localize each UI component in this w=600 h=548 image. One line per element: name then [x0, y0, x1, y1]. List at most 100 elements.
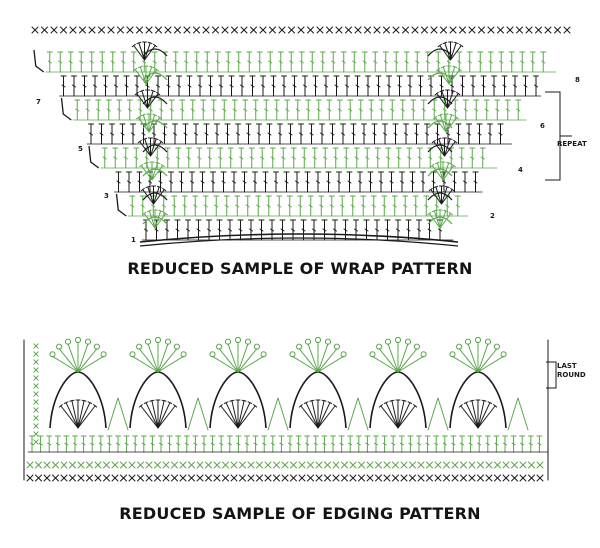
double-crochet-symbol	[166, 84, 171, 88]
single-crochet-symbol	[375, 461, 382, 469]
double-crochet-symbol	[362, 60, 367, 64]
fan-stitch-symbol	[241, 399, 247, 402]
double-crochet-symbol	[530, 60, 535, 64]
fan-stitch-symbol	[153, 189, 165, 205]
fan-stitch-symbol	[157, 115, 162, 120]
single-crochet-symbol	[358, 474, 365, 482]
single-crochet-symbol	[120, 461, 127, 469]
double-crochet-symbol	[138, 108, 143, 112]
fan-stitch-symbol	[448, 69, 461, 85]
fan-stitch-symbol	[141, 90, 148, 109]
double-crochet-symbol	[368, 180, 373, 184]
double-crochet-symbol	[425, 132, 429, 136]
double-crochet-symbol	[198, 84, 202, 88]
double-crochet-symbol	[331, 60, 336, 64]
double-crochet-symbol	[247, 60, 252, 64]
single-crochet-symbol	[31, 26, 39, 34]
double-crochet-symbol	[89, 132, 93, 136]
double-crochet-symbol	[162, 132, 167, 136]
single-crochet-symbol	[451, 461, 459, 469]
single-crochet-symbol	[497, 26, 504, 34]
fan-stitch-symbol	[150, 138, 157, 157]
single-crochet-symbol	[494, 474, 501, 482]
fan-stitch-symbol	[389, 399, 395, 402]
double-crochet-symbol	[481, 84, 486, 88]
picot-symbol	[464, 338, 472, 345]
connector-stitch	[277, 397, 289, 431]
wrap-pattern-caption: REDUCED SAMPLE OF WRAP PATTERN	[127, 259, 473, 278]
fan-stitch-symbol	[142, 189, 154, 205]
fan-stitch-symbol	[457, 67, 462, 72]
wrap-row-number-right: 4	[518, 166, 523, 174]
single-crochet-symbol	[183, 26, 191, 34]
double-crochet-symbol	[222, 108, 227, 112]
single-crochet-symbol	[33, 415, 39, 421]
double-crochet-symbol	[183, 132, 188, 136]
shell-stitch-symbol	[458, 348, 479, 373]
double-crochet-symbol	[333, 228, 337, 232]
single-crochet-symbol	[256, 474, 263, 482]
single-crochet-symbol	[269, 26, 276, 34]
double-crochet-symbol	[438, 156, 443, 160]
double-crochet-symbol	[278, 132, 282, 136]
double-crochet-symbol	[331, 442, 335, 446]
shell-stitch-symbol	[51, 355, 79, 373]
double-crochet-symbol	[288, 442, 292, 446]
fan-stitch-symbol	[321, 399, 327, 402]
double-crochet-symbol	[140, 204, 145, 208]
picot-symbol	[244, 338, 252, 345]
single-crochet-symbol	[213, 461, 221, 469]
single-crochet-symbol	[426, 474, 433, 482]
double-crochet-symbol	[452, 180, 457, 184]
double-crochet-symbol	[123, 156, 128, 160]
double-crochet-symbol	[312, 228, 316, 232]
single-crochet-symbol	[554, 26, 561, 34]
double-crochet-symbol	[154, 228, 159, 232]
picot-symbol	[74, 336, 82, 344]
double-crochet-symbol	[358, 108, 363, 112]
double-crochet-symbol	[253, 180, 257, 184]
fan-stitch-symbol	[65, 402, 79, 429]
double-crochet-symbol	[100, 60, 105, 64]
double-crochet-symbol	[253, 442, 258, 446]
picot-symbol	[340, 351, 347, 358]
fan-stitch-symbol	[148, 114, 156, 133]
single-crochet-symbol	[324, 461, 331, 469]
shell-stitch-symbol	[371, 355, 399, 373]
connector-stitch	[107, 397, 119, 431]
connector-stitch	[437, 397, 449, 431]
double-crochet-symbol	[141, 132, 146, 136]
double-crochet-symbol	[309, 132, 314, 136]
single-crochet-symbol	[213, 474, 221, 482]
fan-arch	[427, 192, 453, 201]
shell-stitch-symbol	[237, 355, 265, 373]
fan-stitch-symbol	[137, 65, 143, 69]
fan-stitch-symbol	[136, 93, 148, 109]
double-crochet-symbol	[391, 442, 396, 446]
fan-stitch-symbol	[391, 400, 399, 429]
single-crochet-symbol	[69, 26, 77, 34]
shell-stitch-symbol	[397, 355, 425, 373]
double-crochet-symbol	[408, 84, 412, 88]
double-crochet-symbol	[173, 60, 178, 64]
double-crochet-symbol	[340, 204, 345, 208]
single-crochet-symbol	[43, 474, 51, 482]
fan-stitch-symbol	[63, 401, 69, 405]
fan-stitch-symbol	[237, 400, 245, 429]
fan-stitch-symbol	[137, 139, 142, 144]
double-crochet-symbol	[229, 84, 234, 88]
double-crochet-symbol	[366, 84, 370, 88]
fan-stitch-symbol	[450, 89, 456, 93]
double-crochet-symbol	[215, 132, 219, 136]
repeat-bracket	[545, 91, 561, 181]
double-crochet-symbol	[345, 84, 349, 88]
double-crochet-symbol	[520, 442, 525, 446]
double-crochet-symbol	[312, 156, 317, 160]
double-crochet-symbol	[236, 442, 241, 446]
fan-stitch-symbol	[143, 401, 149, 405]
single-crochet-symbol	[205, 461, 212, 469]
double-crochet-symbol	[151, 204, 156, 208]
double-crochet-symbol	[214, 204, 219, 208]
double-crochet-symbol	[85, 108, 90, 112]
single-crochet-symbol	[107, 26, 115, 34]
